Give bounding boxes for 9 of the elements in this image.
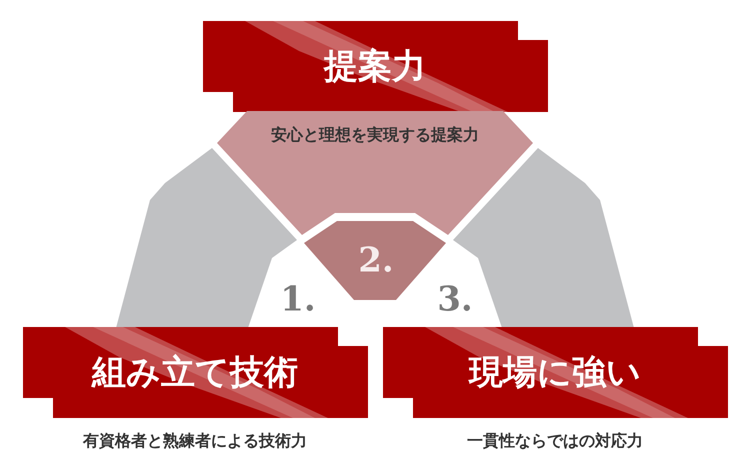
step-number: 1. bbox=[280, 281, 316, 319]
segment-caption: 安心と理想を実現する提案力 bbox=[271, 126, 479, 144]
banner-heading: 組み立て技術 bbox=[92, 354, 298, 392]
banner-subtitle: 有資格者と熟練者による技術力 bbox=[83, 432, 307, 450]
banner-heading: 現場に強い bbox=[469, 354, 641, 392]
banner-heading: 提案力 bbox=[324, 48, 426, 86]
step-number: 2. bbox=[358, 242, 394, 280]
banner-subtitle: 一貫性ならではの対応力 bbox=[467, 432, 643, 450]
step-number: 3. bbox=[437, 281, 473, 319]
